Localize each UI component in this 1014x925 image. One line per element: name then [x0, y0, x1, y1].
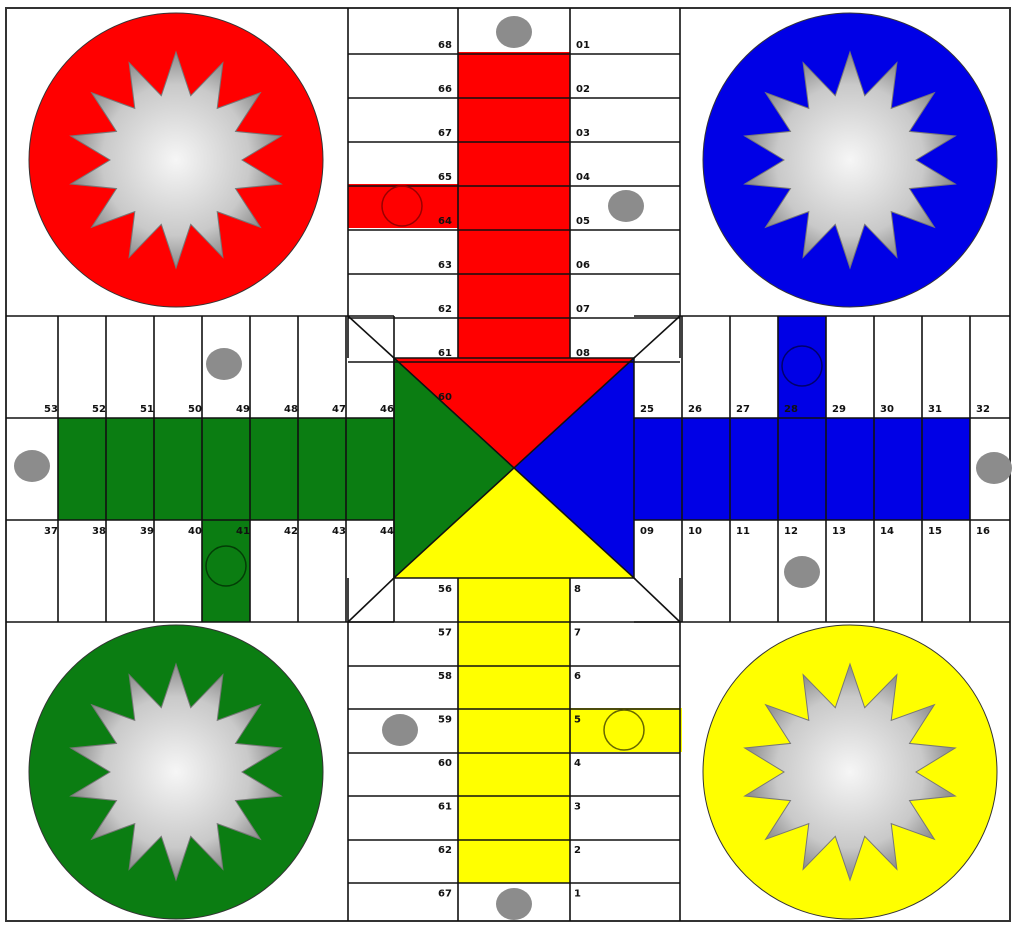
safe-square-icon	[784, 556, 820, 588]
home-base-yellow[interactable]	[703, 625, 997, 919]
square-number: 62	[438, 304, 452, 315]
square-number: 60	[438, 758, 452, 769]
square-number: 58	[438, 671, 452, 682]
square-number: 40	[188, 526, 202, 537]
square-number: 42	[284, 526, 298, 537]
square-number: 61	[438, 348, 452, 359]
square-number: 03	[576, 128, 590, 139]
square-number: 38	[92, 526, 106, 537]
square-number: 67	[438, 128, 452, 139]
square-number: 28	[784, 404, 798, 415]
square-number: 61	[438, 802, 452, 813]
square-number: 29	[832, 404, 846, 415]
green-home-column	[58, 418, 394, 520]
square-number: 3	[574, 802, 581, 813]
square-number: 66	[438, 84, 452, 95]
square-number: 49	[236, 404, 250, 415]
square-number: 26	[688, 404, 702, 415]
square-number: 68	[438, 40, 452, 51]
square-number: 67	[438, 889, 452, 900]
safe-square-icon	[496, 16, 532, 48]
square-number: 01	[576, 40, 590, 51]
square-number: 1	[574, 889, 581, 900]
square-number: 25	[640, 404, 654, 415]
square-number: 46	[380, 404, 394, 415]
square-number: 51	[140, 404, 154, 415]
yellow-exit[interactable]	[570, 708, 682, 752]
square-number: 64	[438, 216, 452, 227]
square-number: 39	[140, 526, 154, 537]
home-base-red[interactable]	[29, 13, 323, 307]
square-number: 04	[576, 172, 590, 183]
square-number: 32	[976, 404, 990, 415]
square-number: 6	[574, 671, 581, 682]
square-number: 41	[236, 526, 250, 537]
safe-square-icon	[608, 190, 644, 222]
square-number: 47	[332, 404, 346, 415]
safe-square-icon	[14, 450, 50, 482]
square-number: 65	[438, 172, 452, 183]
square-number: 11	[736, 526, 750, 537]
square-number: 31	[928, 404, 942, 415]
safe-square-icon	[976, 452, 1012, 484]
square-number: 7	[574, 628, 581, 639]
square-number: 8	[574, 584, 581, 595]
square-number: 08	[576, 348, 590, 359]
home-base-blue[interactable]	[703, 13, 997, 307]
square-number: 15	[928, 526, 942, 537]
square-number: 27	[736, 404, 750, 415]
square-number: 05	[576, 216, 590, 227]
square-number: 53	[44, 404, 58, 415]
blue-exit[interactable]	[778, 316, 826, 418]
square-number: 4	[574, 758, 581, 769]
square-number: 52	[92, 404, 106, 415]
square-number: 59	[438, 715, 452, 726]
safe-square-icon	[496, 888, 532, 920]
blue-home-column	[634, 418, 970, 520]
square-number: 06	[576, 260, 590, 271]
square-number: 5	[574, 715, 581, 726]
square-number: 14	[880, 526, 894, 537]
home-base-green[interactable]	[29, 625, 323, 919]
square-number: 13	[832, 526, 846, 537]
square-number: 57	[438, 628, 452, 639]
square-number: 63	[438, 260, 452, 271]
square-number: 56	[438, 584, 452, 595]
square-number: 16	[976, 526, 990, 537]
safe-square-icon	[206, 348, 242, 380]
square-number: 60	[438, 392, 452, 403]
square-number: 2	[574, 845, 581, 856]
yellow-home-column	[458, 578, 570, 883]
safe-square-icon	[382, 714, 418, 746]
square-number: 37	[44, 526, 58, 537]
square-number: 62	[438, 845, 452, 856]
center-goal	[394, 358, 634, 578]
square-number: 30	[880, 404, 894, 415]
square-number: 50	[188, 404, 202, 415]
square-number: 10	[688, 526, 702, 537]
square-number: 09	[640, 526, 654, 537]
square-number: 44	[380, 526, 394, 537]
square-number: 48	[284, 404, 298, 415]
square-number: 12	[784, 526, 798, 537]
square-number: 02	[576, 84, 590, 95]
square-number: 43	[332, 526, 346, 537]
square-number: 07	[576, 304, 590, 315]
